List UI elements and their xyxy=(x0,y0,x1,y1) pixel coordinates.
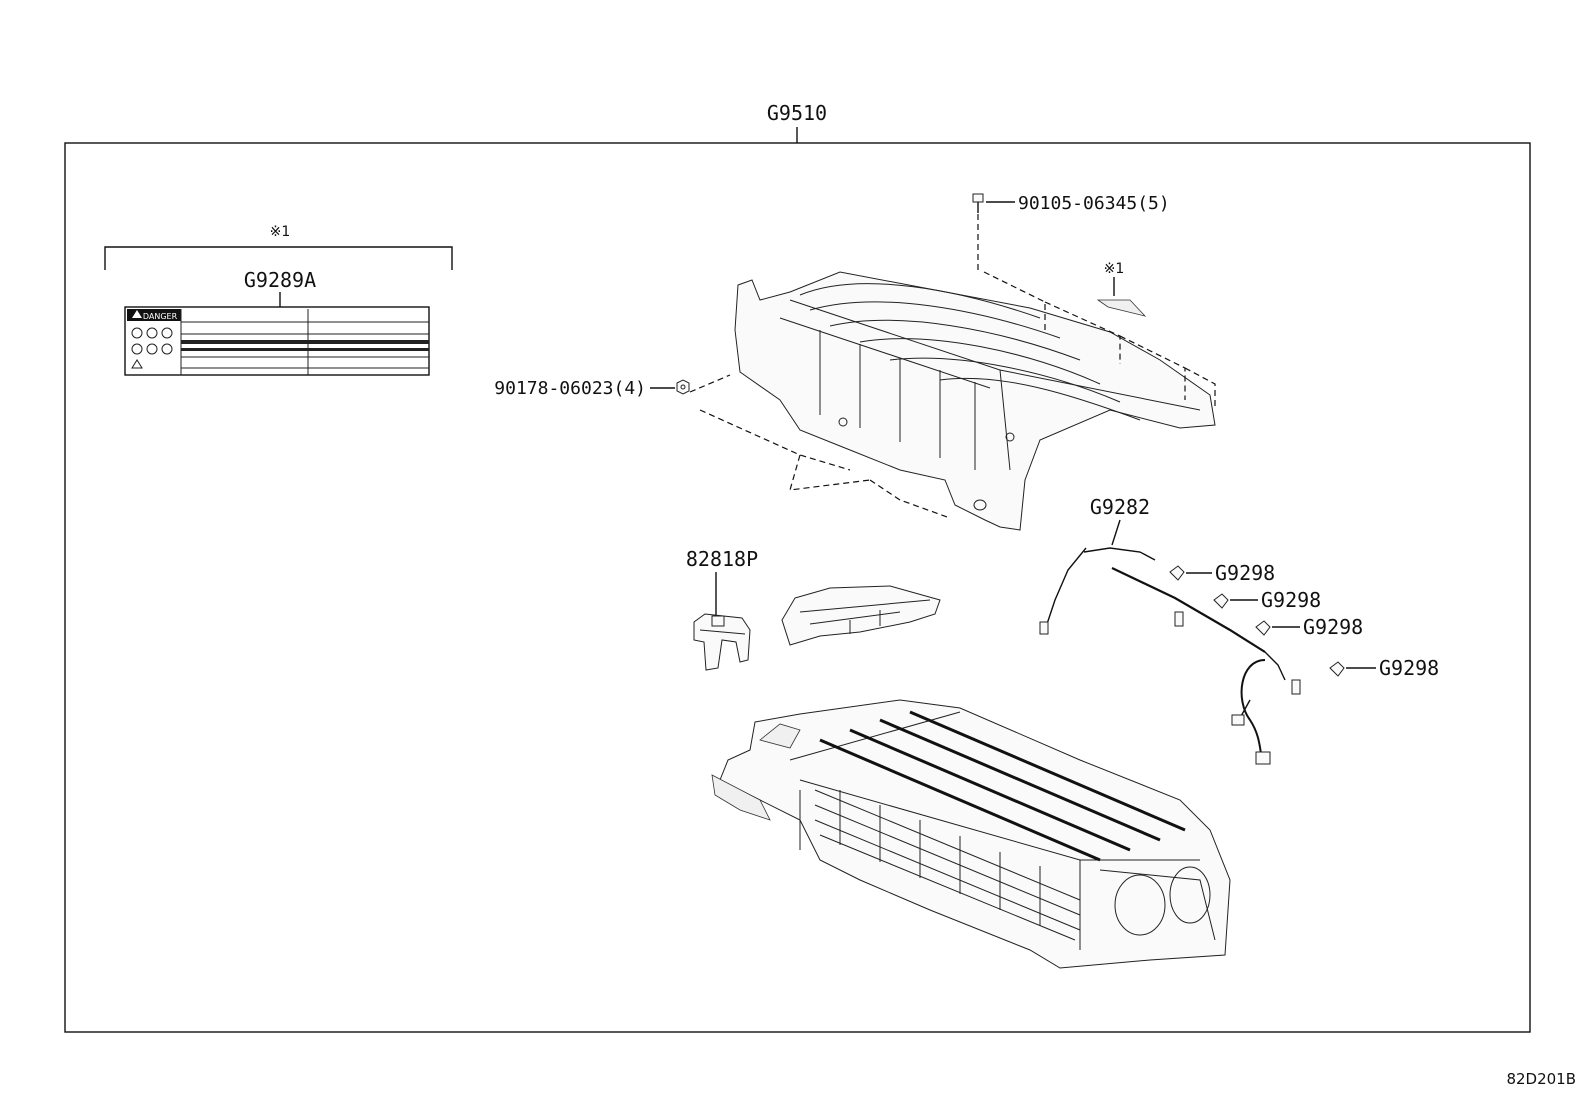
hazard-icon-5 xyxy=(146,343,158,355)
clip-icon-3 xyxy=(1255,620,1271,636)
callout-clip-2: G9298 xyxy=(1261,588,1321,612)
battery-upper-cover xyxy=(734,271,1216,531)
nut-icon xyxy=(676,379,690,395)
diagram-code: 82D201B xyxy=(1506,1070,1576,1088)
note-mark-left: ※1 xyxy=(270,224,291,240)
note-mark-cover: ※1 xyxy=(1104,261,1125,277)
callout-label-part: G9289A xyxy=(244,268,316,292)
callout-bolt: 90105-06345(5) xyxy=(1018,193,1170,214)
hazard-icon-3 xyxy=(161,327,173,339)
callout-wire: G9282 xyxy=(1090,495,1150,519)
clip-icon-4 xyxy=(1329,661,1345,677)
hazard-icon-2 xyxy=(146,327,158,339)
clip-icon-1 xyxy=(1169,565,1185,581)
callout-wire-leader xyxy=(1111,519,1121,546)
warning-triangle-icon xyxy=(132,310,142,318)
callout-clip-1: G9298 xyxy=(1215,561,1275,585)
callout-clip-4: G9298 xyxy=(1379,656,1439,680)
hazard-icon-6 xyxy=(161,343,173,355)
clip-icon-2 xyxy=(1213,593,1229,609)
hazard-icon-4 xyxy=(131,343,143,355)
callout-nut: 90178-06023(4) xyxy=(494,378,646,399)
assembly-label: G9510 xyxy=(767,101,827,125)
bracket-part xyxy=(693,613,751,671)
callout-clip-3: G9298 xyxy=(1303,615,1363,639)
warning-label-sticker: DANGER xyxy=(124,306,430,376)
danger-heading: DANGER xyxy=(143,312,178,321)
bolt-icon xyxy=(972,193,984,213)
callout-bracket: 82818P xyxy=(686,547,758,571)
note-bracket xyxy=(104,246,453,270)
battery-module-assembly xyxy=(711,699,1231,969)
wire-harness-part xyxy=(1039,547,1301,765)
hazard-icon-7 xyxy=(131,359,143,369)
intake-duct-part xyxy=(781,585,941,646)
hazard-icon-1 xyxy=(131,327,143,339)
cover-label-patch xyxy=(1096,299,1147,317)
